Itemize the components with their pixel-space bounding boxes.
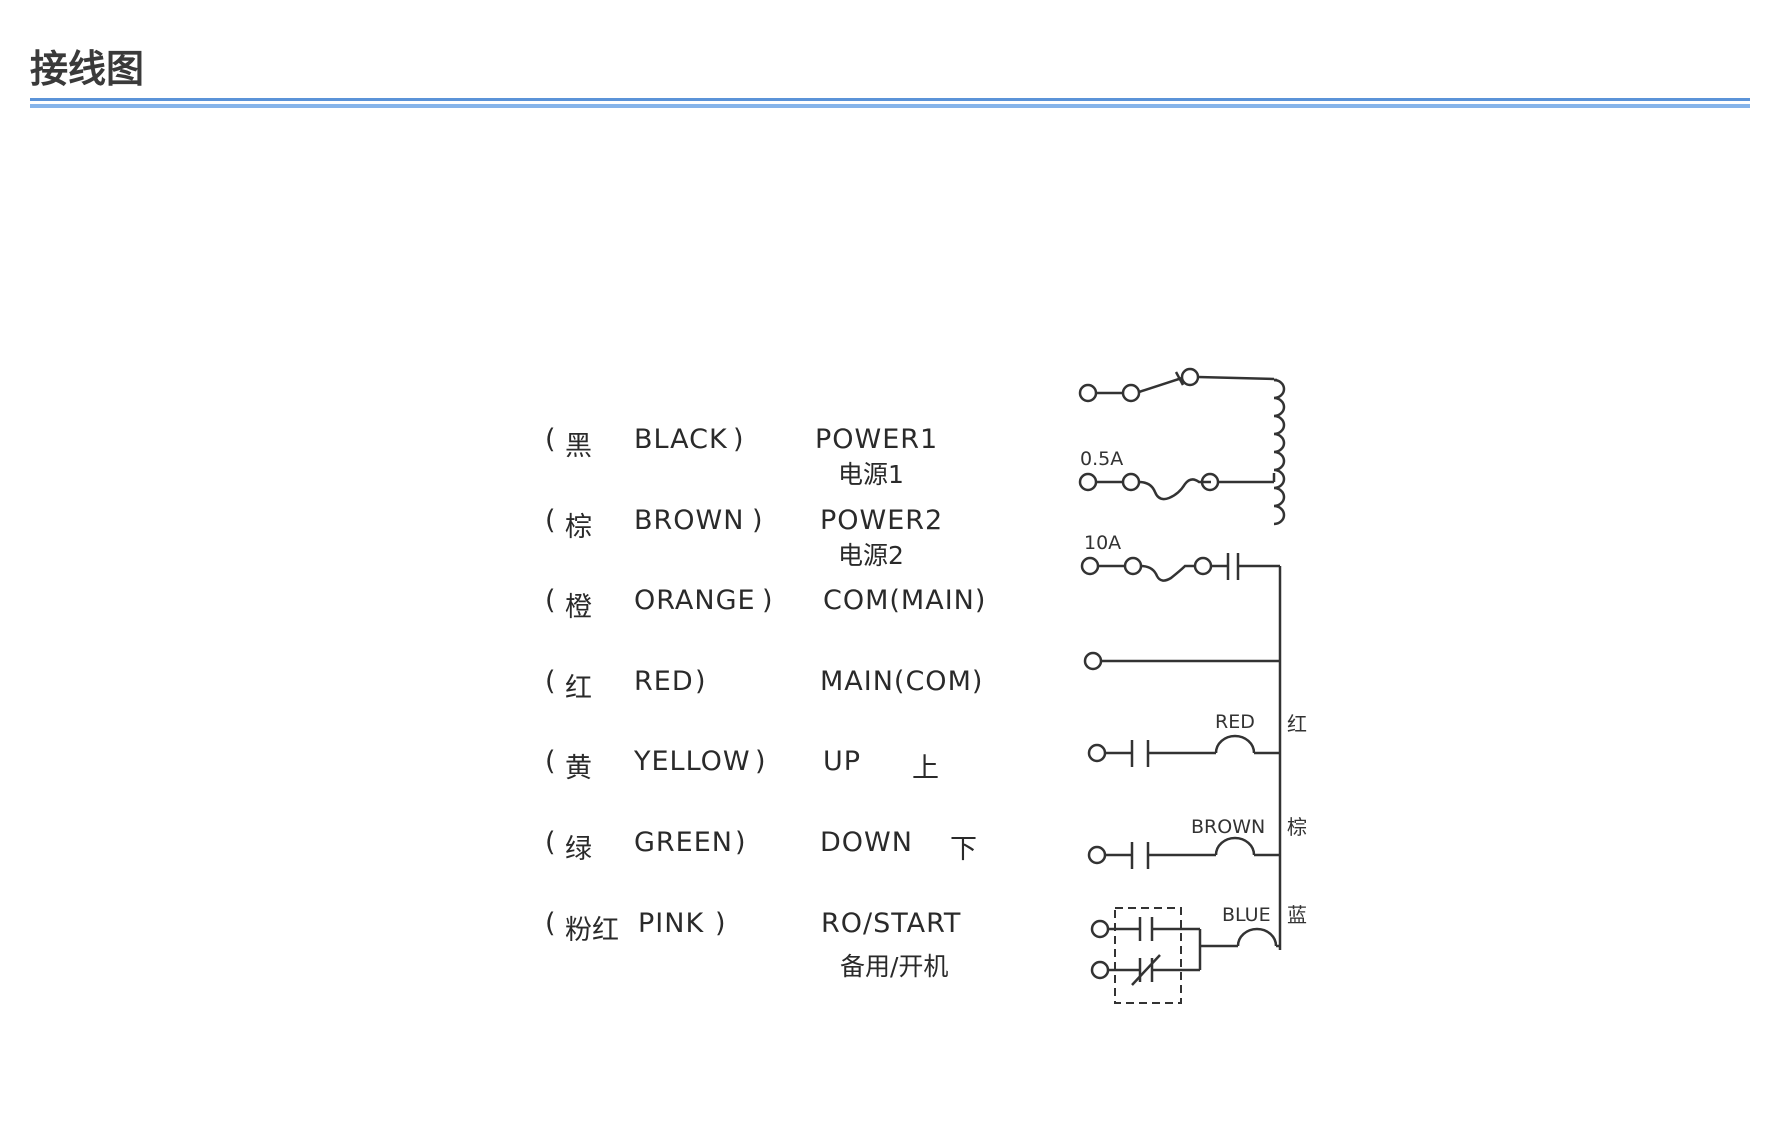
legend-color-en: BLACK — [634, 424, 728, 455]
legend-color-cn: 棕 — [565, 512, 592, 543]
legend-color-en: PINK — [638, 908, 705, 939]
fuse-10a — [1080, 553, 1280, 582]
legend-open-paren: ( — [545, 424, 556, 455]
legend-function: MAIN(COM) — [820, 666, 984, 697]
power-switch — [1078, 367, 1275, 403]
legend-function-cn: 电源2 — [838, 541, 904, 570]
common-terminal — [1083, 651, 1280, 671]
legend-color-en: GREEN — [634, 827, 733, 858]
fuse-small-label: 0.5A — [1080, 448, 1123, 470]
legend-color-en: RED — [634, 666, 694, 697]
legend-color-cn: 红 — [565, 673, 592, 704]
legend-open-paren: ( — [545, 908, 556, 939]
legend-function: POWER2 — [820, 505, 944, 536]
legend-open-paren: ( — [545, 666, 556, 697]
coil-label-red-cn: 红 — [1287, 712, 1307, 736]
coil-label-brown-cn: 棕 — [1287, 815, 1307, 839]
coil-label-blue: BLUE — [1222, 904, 1271, 926]
legend-function: COM(MAIN) — [823, 585, 987, 616]
down-contact — [1087, 836, 1280, 869]
legend-function-cn: 电源1 — [838, 460, 904, 489]
fuse-05a — [1078, 472, 1274, 501]
legend-color-en: BROWN — [634, 505, 745, 536]
up-contact — [1087, 734, 1280, 767]
legend-close-paren: ) — [715, 908, 726, 939]
legend-function-cn: 下 — [950, 834, 978, 865]
legend-close-paren: ) — [762, 585, 773, 616]
legend-function: DOWN — [820, 827, 913, 858]
coil-label-brown: BROWN — [1191, 816, 1265, 838]
legend-open-paren: ( — [545, 746, 556, 777]
legend-close-paren: ) — [755, 746, 766, 777]
legend-color-en: YELLOW — [634, 746, 751, 777]
coil-label-red: RED — [1215, 711, 1255, 733]
legend-color-cn: 橙 — [565, 592, 592, 623]
legend-function: UP — [823, 746, 862, 777]
legend-color-cn: 黄 — [565, 753, 592, 784]
legend-open-paren: ( — [545, 585, 556, 616]
legend-color-cn: 黑 — [565, 431, 592, 462]
title-divider — [30, 98, 1750, 109]
legend-function-cn: 备用/开机 — [840, 952, 949, 981]
title-divider-dark — [30, 98, 1750, 101]
legend-close-paren: ) — [733, 424, 744, 455]
legend-close-paren: ) — [695, 666, 706, 697]
legend-close-paren: ) — [735, 827, 746, 858]
legend-color-en: ORANGE — [634, 585, 756, 616]
transformer-coil — [1272, 378, 1286, 526]
legend-color-cn: 绿 — [565, 834, 592, 865]
legend-open-paren: ( — [545, 505, 556, 536]
legend-open-paren: ( — [545, 827, 556, 858]
legend-function-cn: 上 — [912, 753, 940, 784]
legend-function: POWER1 — [815, 424, 939, 455]
start-relay-contacts — [1090, 907, 1280, 1004]
legend-color-cn: 粉红 — [565, 915, 619, 946]
legend-close-paren: ) — [752, 505, 763, 536]
fuse-large-label: 10A — [1084, 532, 1121, 554]
coil-label-blue-cn: 蓝 — [1287, 903, 1307, 927]
legend-function: RO/START — [821, 908, 962, 939]
page-title: 接线图 — [30, 47, 145, 91]
title-divider-light — [30, 104, 1750, 108]
